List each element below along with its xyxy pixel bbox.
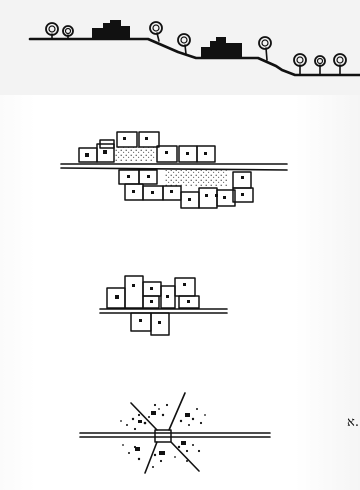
terrain-section-drawing <box>20 8 360 88</box>
tree <box>259 37 271 60</box>
dense-cluster-plan-panel <box>55 124 295 224</box>
tree <box>334 54 346 75</box>
tree <box>294 54 306 75</box>
house-silhouette <box>92 20 130 39</box>
open-space-stipple <box>115 146 155 161</box>
tree <box>150 22 162 41</box>
central-square <box>155 430 171 442</box>
road-edge <box>61 168 287 170</box>
crossroads-drawing <box>75 385 275 480</box>
dwelling-dots <box>120 404 206 468</box>
terrain-section-panel <box>20 8 360 88</box>
small-cluster-plan-panel <box>95 268 235 348</box>
crossroads-plan-panel <box>75 385 275 480</box>
open-space-stipple <box>165 170 227 186</box>
tree <box>46 23 58 39</box>
margin-mark: א. <box>347 416 360 430</box>
house-silhouette <box>201 37 242 58</box>
tree <box>63 26 73 39</box>
tree <box>178 34 190 54</box>
tree <box>315 56 325 75</box>
small-cluster-drawing <box>95 268 235 348</box>
dense-cluster-drawing <box>55 124 295 224</box>
ground-line <box>30 39 360 75</box>
